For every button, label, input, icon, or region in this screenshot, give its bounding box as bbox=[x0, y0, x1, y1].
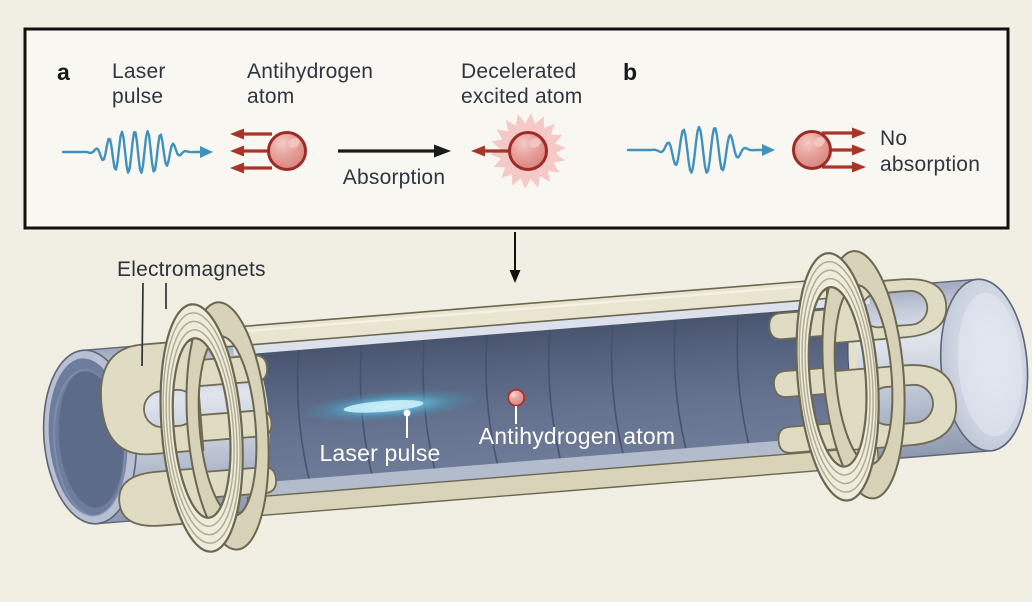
inner-wall-bottom-strip bbox=[256, 433, 874, 497]
electromagnets-label: Electromagnets bbox=[117, 258, 266, 281]
electromagnet-coil-right bbox=[795, 250, 906, 502]
no-absorption-caption-line1: No bbox=[880, 127, 907, 150]
panel-to-apparatus-arrow bbox=[509, 232, 521, 283]
absorption-label: Absorption bbox=[343, 166, 445, 189]
antihydrogen-atom-b-icon bbox=[792, 127, 866, 173]
laser-pulse-caption-line1: Laser bbox=[112, 60, 166, 83]
absorption-arrow-icon bbox=[338, 144, 451, 158]
laser-pulse-label: Laser pulse bbox=[319, 440, 440, 466]
no-absorption-caption-line2: absorption bbox=[880, 153, 980, 176]
antihydrogen-atom-dot bbox=[507, 388, 526, 407]
decelerated-caption-line2: excited atom bbox=[461, 85, 582, 108]
electromagnets-leader-lines bbox=[141, 282, 167, 367]
antihydrogen-atom-a-icon bbox=[230, 128, 307, 174]
panel-a-label: a bbox=[57, 59, 70, 85]
laser-pulse-callout: Laser pulse bbox=[319, 409, 440, 466]
antihydrogen-caption-line1: Antihydrogen bbox=[247, 60, 373, 83]
momentum-arrowheads-left bbox=[230, 128, 244, 174]
laser-pulse-caption-line2: pulse bbox=[112, 85, 163, 108]
laser-wave-b-icon bbox=[626, 125, 775, 174]
panel-b-label: b bbox=[623, 59, 637, 85]
decelerated-excited-atom-icon bbox=[471, 113, 566, 189]
decelerated-caption-line1: Decelerated bbox=[461, 60, 576, 83]
antihydrogen-atom-callout: Antihydrogen atom bbox=[479, 406, 675, 449]
antihydrogen-atom-label: Antihydrogen atom bbox=[479, 423, 675, 449]
laser-wave-a-icon bbox=[61, 130, 213, 174]
momentum-arrowheads-right bbox=[852, 127, 866, 173]
antihydrogen-caption-line2: atom bbox=[247, 85, 295, 108]
beamline-tube bbox=[42, 250, 1029, 553]
